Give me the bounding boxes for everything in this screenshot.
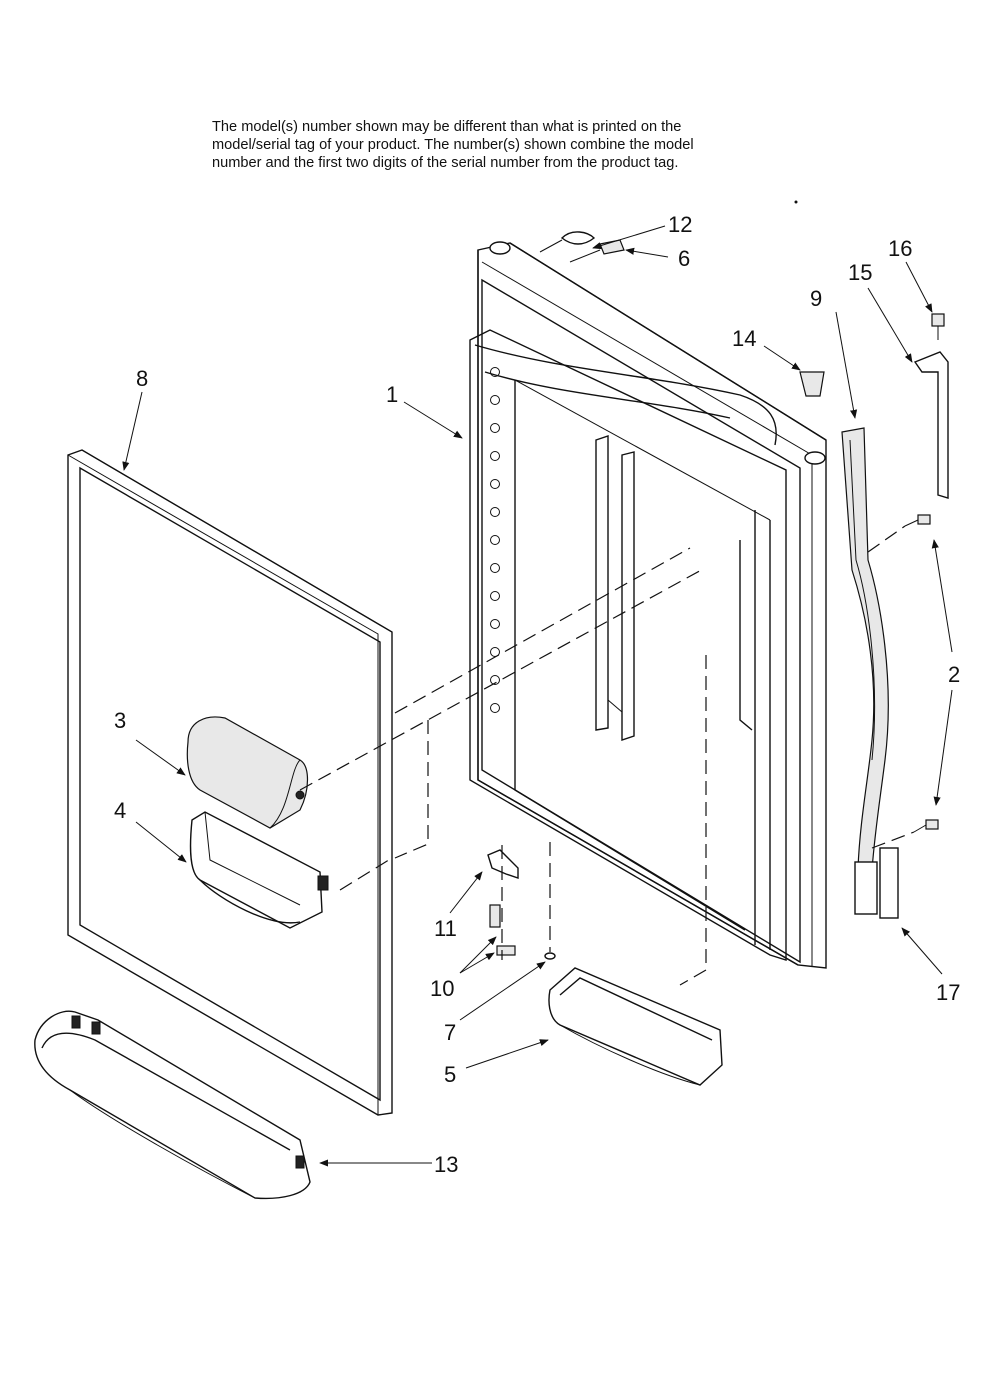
note-line-3: number and the first two digits of the s…	[212, 155, 679, 171]
callout-4: 4	[114, 798, 126, 823]
washer-part-7	[544, 952, 556, 960]
hinge-bracket	[913, 313, 949, 499]
top-cap	[560, 231, 596, 245]
screw-part-10-lower	[496, 945, 516, 956]
callout-5: 5	[444, 1062, 456, 1087]
door-handle	[841, 427, 939, 915]
door-bin-small	[548, 967, 723, 1086]
door-liner-frame	[469, 241, 827, 969]
callout-3: 3	[114, 708, 126, 733]
callout-1: 1	[386, 382, 398, 407]
callout-8: 8	[136, 366, 148, 391]
dispenser-bin	[189, 811, 329, 929]
leader-lines	[122, 225, 953, 1167]
callout-13: 13	[434, 1152, 458, 1177]
stray-dot	[794, 200, 798, 204]
assembly-lines	[299, 525, 915, 986]
callout-2: 2	[948, 662, 960, 687]
handle-screw-top	[904, 514, 931, 527]
callout-14: 14	[732, 326, 756, 351]
note-line-2: model/serial tag of your product. The nu…	[212, 137, 694, 153]
callout-12: 12	[668, 212, 692, 237]
model-number-note: The model(s) number shown may be differe…	[212, 118, 802, 172]
callout-16: 16	[888, 236, 912, 261]
callout-17: 17	[936, 980, 960, 1005]
callout-10: 10	[430, 976, 454, 1001]
door-bin-large	[34, 1010, 311, 1200]
callout-15: 15	[848, 260, 872, 285]
callout-9: 9	[810, 286, 822, 311]
dispenser-cover	[186, 716, 309, 829]
callout-7: 7	[444, 1020, 456, 1045]
screw-part-10-upper	[489, 904, 501, 928]
bracket-part-11	[487, 849, 519, 879]
hinge-plug	[799, 371, 825, 397]
handle-screw-bottom	[913, 819, 939, 833]
callout-6: 6	[678, 246, 690, 271]
handle-trim	[879, 847, 899, 919]
callout-11: 11	[434, 916, 457, 941]
note-line-1: The model(s) number shown may be differe…	[212, 119, 682, 135]
liner-bumps	[490, 367, 500, 713]
